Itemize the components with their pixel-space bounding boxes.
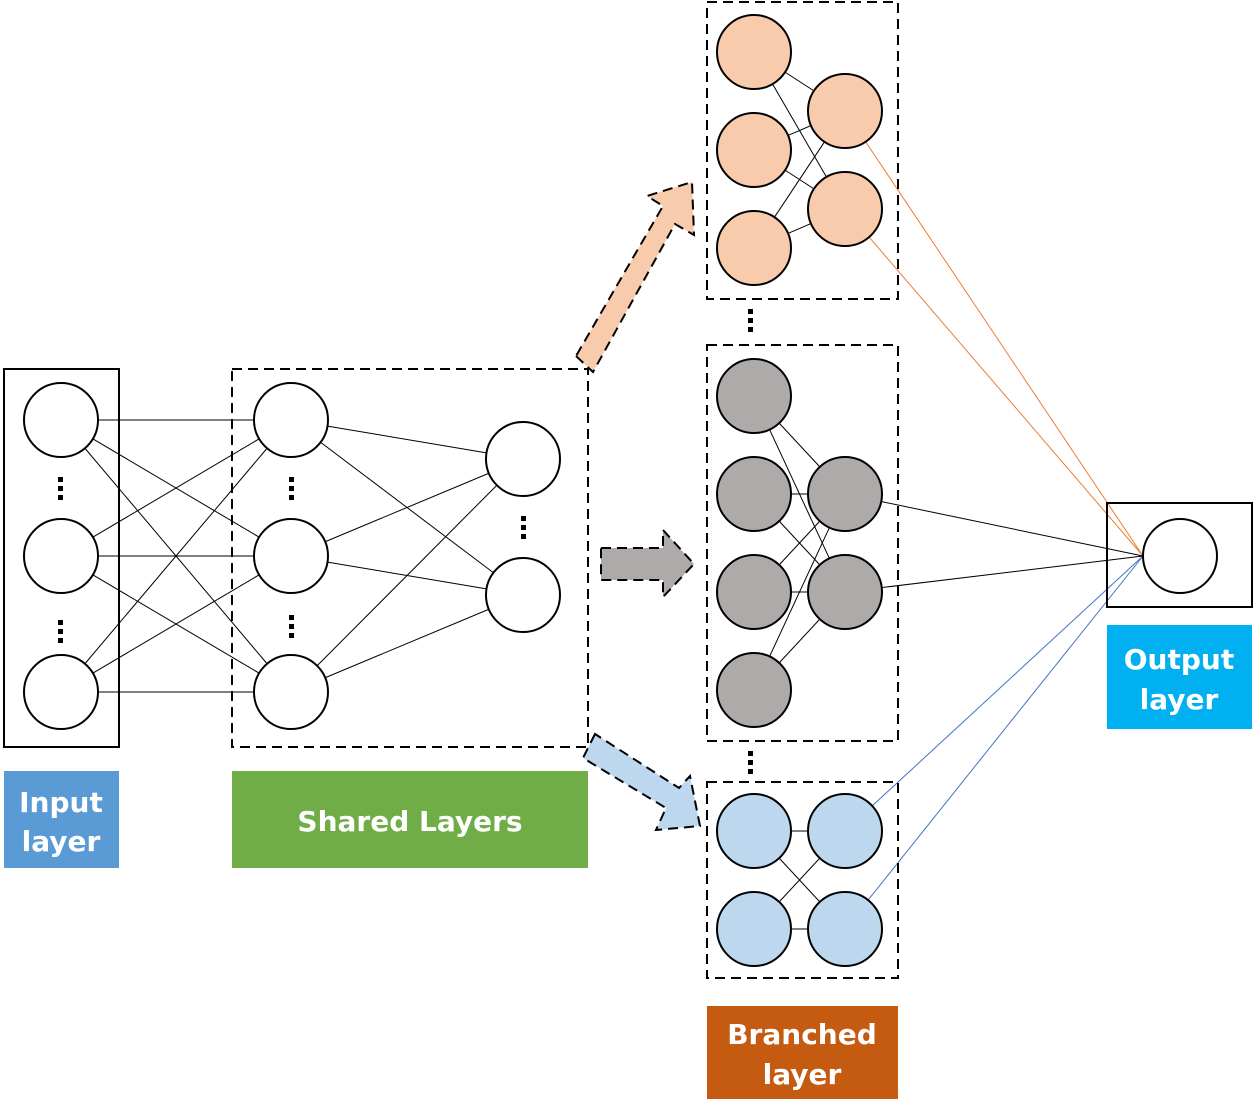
shared-node-c1-2 (253, 518, 329, 594)
orange-node-2 (716, 112, 792, 188)
input-label-line1: Input (19, 786, 103, 819)
edge-branch-gray (778, 422, 821, 468)
shared-label-text: Shared Layers (297, 805, 522, 838)
edge-branch-gray (778, 520, 821, 566)
orange-node-4 (807, 73, 883, 149)
input-layer-box (3, 368, 120, 748)
edge-input-shared (92, 574, 260, 674)
output-node (1142, 518, 1218, 594)
edge-orange-to-output (868, 236, 1144, 557)
edge-branch-gray (769, 527, 830, 657)
edge-blue-to-output (871, 555, 1144, 807)
input-layer-label: Input layer (4, 771, 119, 868)
edge-branch-orange (787, 223, 812, 234)
edge-gray-to-output (881, 501, 1144, 557)
edges-shared-internal (316, 425, 498, 679)
gray-node-1 (716, 358, 792, 434)
edge-input-shared (84, 447, 268, 665)
branched-label-line2: layer (763, 1058, 842, 1091)
edge-branch-orange (774, 141, 825, 218)
edges-branch-to-output (865, 141, 1144, 901)
blue-node-4 (807, 891, 883, 967)
output-label-line1: Output (1124, 643, 1234, 676)
edge-branch-blue (778, 857, 821, 903)
edge-shared-internal (324, 608, 490, 679)
shared-layers-label: Shared Layers (232, 771, 588, 868)
gray-node-2 (716, 456, 792, 532)
edge-branch-orange (784, 71, 815, 92)
arrow-to-orange-branch (574, 180, 696, 374)
orange-node-1 (716, 14, 792, 90)
gray-node-4 (716, 652, 792, 728)
input-node-3 (23, 654, 99, 730)
branch-blue-box (706, 781, 899, 979)
gray-node-3 (716, 554, 792, 630)
gray-node-5 (807, 456, 883, 532)
edges-input-to-shared (84, 419, 268, 693)
edge-shared-internal (327, 425, 487, 454)
blue-node-1 (716, 793, 792, 869)
orange-node-3 (716, 210, 792, 286)
edge-branch-orange (787, 125, 812, 136)
branched-layer-label: Branched layer (707, 1006, 898, 1099)
edge-shared-internal (316, 484, 498, 667)
gray-node-6 (807, 554, 883, 630)
input-node-1 (23, 382, 99, 458)
blue-node-2 (716, 891, 792, 967)
branch-orange-box (706, 1, 899, 300)
input-node-2 (23, 518, 99, 594)
arrow-to-gray-branch (600, 527, 696, 600)
edges-branch-internal (769, 71, 830, 930)
output-layer-label: Output layer (1107, 625, 1252, 729)
ellipsis-dots (58, 309, 753, 774)
edge-shared-internal (324, 472, 490, 543)
blue-node-3 (807, 793, 883, 869)
input-label-line2: layer (22, 825, 101, 858)
edge-orange-to-output (865, 141, 1144, 557)
edge-branch-gray (778, 618, 821, 664)
branched-label-line1: Branched (727, 1018, 877, 1051)
shared-layers-box (231, 368, 589, 748)
shared-node-c1-1 (253, 382, 329, 458)
shared-node-c2-1 (485, 421, 561, 497)
shared-node-c1-3 (253, 654, 329, 730)
shared-node-c2-2 (485, 557, 561, 633)
orange-node-5 (807, 171, 883, 247)
edge-gray-to-output (881, 555, 1144, 589)
output-label-line2: layer (1140, 683, 1219, 716)
edge-blue-to-output (867, 555, 1144, 901)
arrow-to-blue-branch (581, 732, 702, 832)
branch-gray-box (706, 344, 899, 742)
output-layer-box (1106, 502, 1253, 608)
